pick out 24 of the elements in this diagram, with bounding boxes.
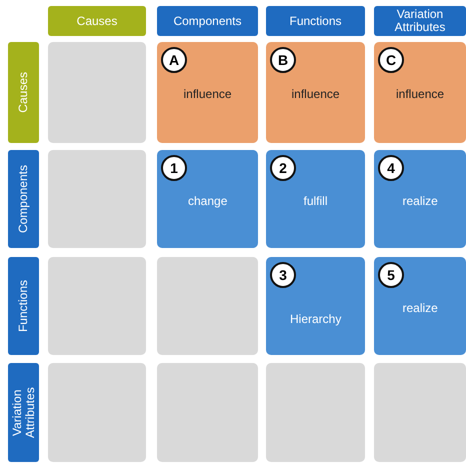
cell-text: change: [188, 194, 228, 208]
cell-text: realize: [402, 301, 438, 315]
callout-number: 1: [161, 155, 187, 181]
cell-text: realize: [402, 194, 438, 208]
row-header-text: Variation Attributes: [10, 386, 36, 440]
column-header: Functions: [266, 6, 365, 36]
callout-number: A: [161, 47, 187, 73]
cell-text: influence: [184, 87, 232, 101]
callout-number: C: [378, 47, 404, 73]
callout-number: 2: [270, 155, 296, 181]
column-header: Causes: [48, 6, 146, 36]
cell-text: fulfill: [304, 194, 328, 208]
callout-number: 3: [270, 262, 296, 288]
row-header-text: Functions: [17, 280, 30, 332]
cell-text: influence: [292, 87, 340, 101]
column-header: Components: [157, 6, 258, 36]
column-header: Variation Attributes: [374, 6, 466, 36]
row-header-text: Causes: [17, 72, 30, 113]
callout-number: 5: [378, 262, 404, 288]
cell-text: influence: [396, 87, 444, 101]
row-header-text: Components: [17, 164, 30, 234]
cell-text: Hierarchy: [290, 312, 342, 326]
callout-number: 4: [378, 155, 404, 181]
callout-number: B: [270, 47, 296, 73]
